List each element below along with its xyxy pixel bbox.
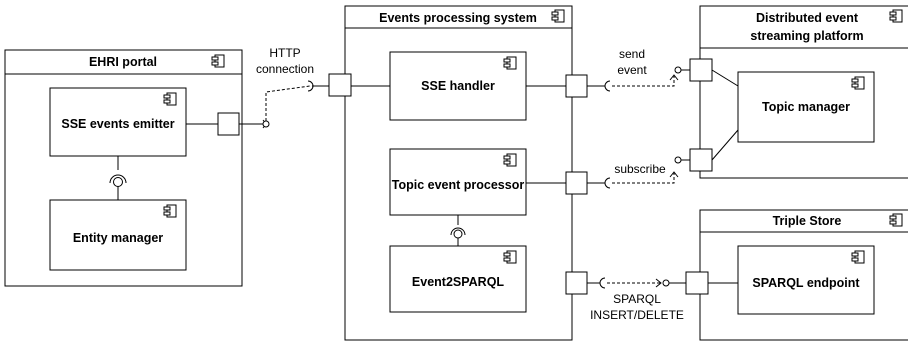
subscribe-port (565, 171, 588, 195)
provided-interface-ball (453, 229, 463, 239)
topic-event-processor: Topic event processor (389, 148, 527, 216)
ehri-portal-title: EHRI portal (89, 55, 157, 69)
event2sparql-label: Event2SPARQL (412, 275, 505, 289)
send-event-ball (674, 66, 682, 74)
send-event-socket (604, 80, 611, 92)
required-interface-socket (450, 227, 466, 236)
distributed-platform-title-2: streaming platform (750, 29, 863, 43)
triple-store-title: Triple Store (773, 214, 842, 228)
provided-interface-ball (113, 177, 123, 187)
triple-store-port (685, 271, 709, 295)
distributed-platform-title-1: Distributed event (756, 11, 859, 25)
entity-manager-label: Entity manager (73, 231, 163, 245)
sse-handler-label: SSE handler (421, 79, 495, 93)
subscribe-connection (612, 173, 675, 184)
http-label-line2: connection (256, 62, 314, 76)
event2sparql: Event2SPARQL (389, 245, 527, 313)
entity-manager: Entity manager (49, 199, 187, 271)
required-interface-socket (109, 174, 127, 184)
send-event-port (565, 74, 588, 98)
sparql-required-socket (599, 277, 606, 289)
sse-events-emitter-label: SSE events emitter (61, 117, 174, 131)
http-label-line1: HTTP (269, 46, 300, 60)
http-connection (265, 85, 311, 121)
sse-events-emitter: SSE events emitter (49, 87, 187, 157)
subscribe-label: subscribe (614, 162, 666, 176)
send-label-line2: event (617, 63, 647, 77)
topic-manager: Topic manager (737, 71, 875, 143)
sparql-label-line2: INSERT/DELETE (590, 308, 684, 322)
sparql-endpoint-label: SPARQL endpoint (752, 276, 860, 290)
topic-event-processor-label: Topic event processor (392, 178, 525, 192)
sse-handler: SSE handler (389, 51, 527, 121)
platform-subscribe-port (689, 148, 713, 172)
send-label-line1: send (619, 47, 645, 61)
send-event-connection (612, 76, 675, 87)
events-processing-title: Events processing system (379, 11, 537, 25)
topic-manager-label: Topic manager (762, 100, 850, 114)
sparql-label-line1: SPARQL (613, 292, 661, 306)
ehri-port (217, 112, 240, 136)
http-provided-ball (262, 120, 270, 128)
events-input-port (328, 73, 352, 97)
subscribe-socket (604, 177, 611, 189)
subscribe-ball (674, 156, 682, 164)
sparql-endpoint: SPARQL endpoint (737, 245, 875, 315)
sparql-port (565, 271, 588, 295)
sparql-provided-ball (662, 279, 670, 287)
platform-send-port (689, 58, 713, 82)
